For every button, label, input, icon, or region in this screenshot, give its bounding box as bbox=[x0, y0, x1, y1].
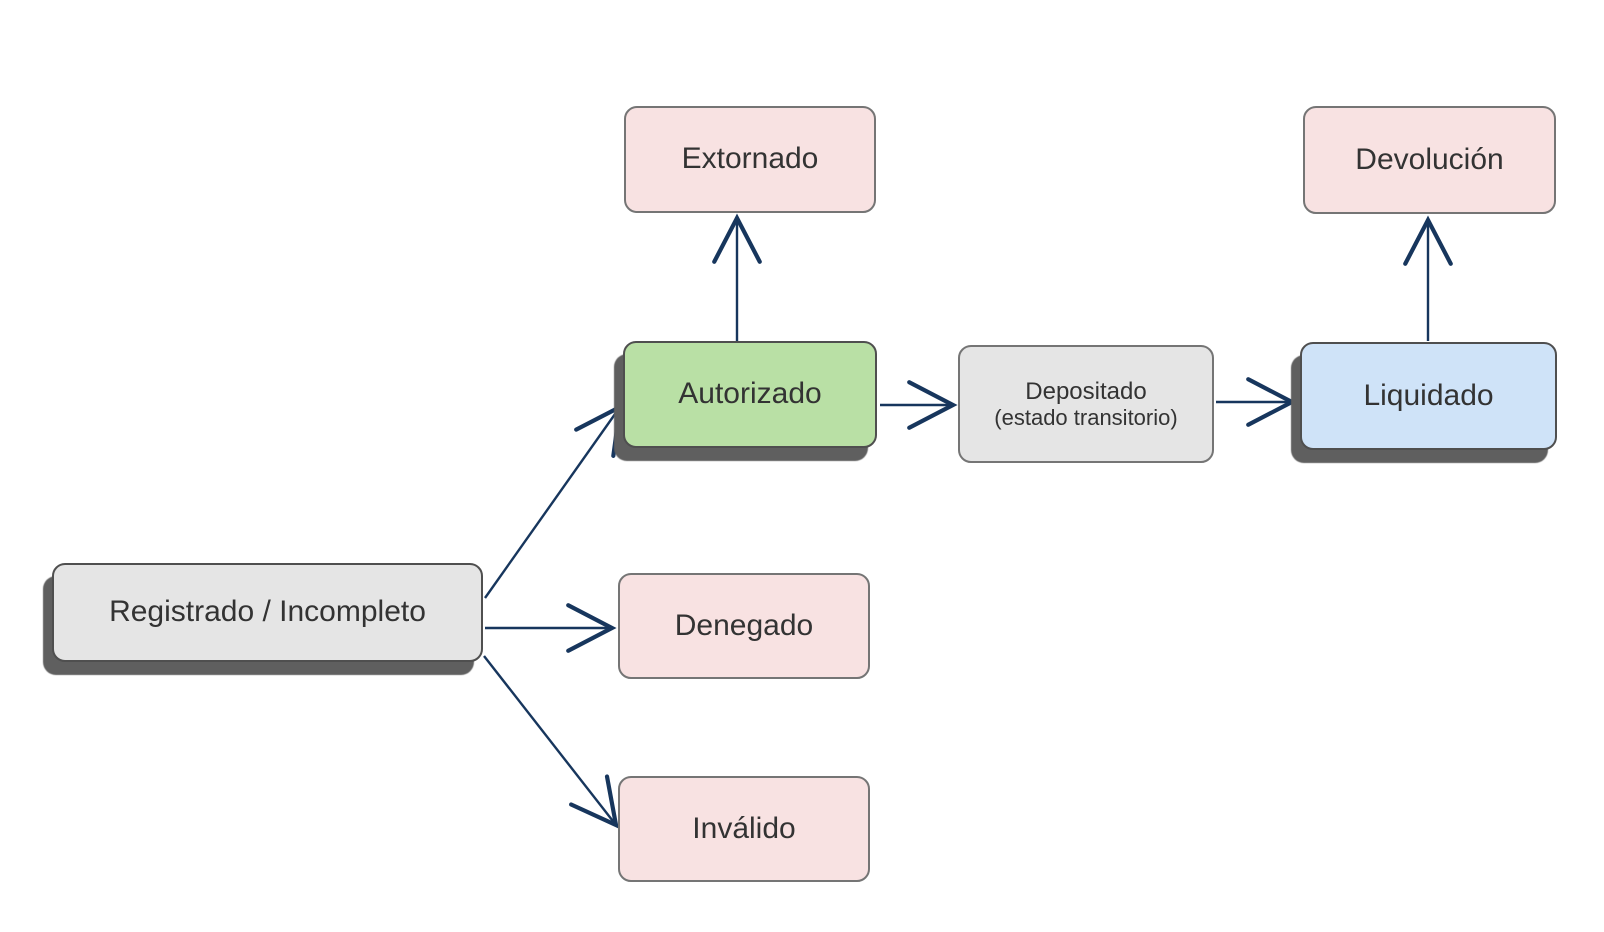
state-sublabel: (estado transitorio) bbox=[994, 405, 1178, 431]
edge-registrado-autorizado bbox=[484, 403, 623, 599]
state-label: Denegado bbox=[674, 608, 814, 642]
state-label: Registrado / Incompleto bbox=[109, 595, 426, 629]
state-node-extornado: Extornado bbox=[624, 106, 876, 213]
state-node-denegado: Denegado bbox=[618, 573, 870, 679]
state-node-liquidado: Liquidado bbox=[1300, 342, 1557, 450]
state-label: Devolución bbox=[1355, 142, 1504, 176]
state-node-depositado: Depositado (estado transitorio) bbox=[958, 345, 1214, 463]
state-node-invalido: Inválido bbox=[618, 776, 870, 882]
state-label: Liquidado bbox=[1363, 378, 1494, 412]
state-label: Depositado bbox=[1025, 377, 1147, 405]
state-node-registrado-incompleto: Registrado / Incompleto bbox=[52, 563, 483, 662]
edge-registrado-invalido bbox=[483, 655, 619, 829]
state-node-autorizado: Autorizado bbox=[623, 341, 877, 448]
state-label: Extornado bbox=[681, 142, 819, 176]
state-label: Autorizado bbox=[678, 377, 822, 411]
state-label: Inválido bbox=[692, 811, 796, 845]
state-node-devolucion: Devolución bbox=[1303, 106, 1556, 214]
